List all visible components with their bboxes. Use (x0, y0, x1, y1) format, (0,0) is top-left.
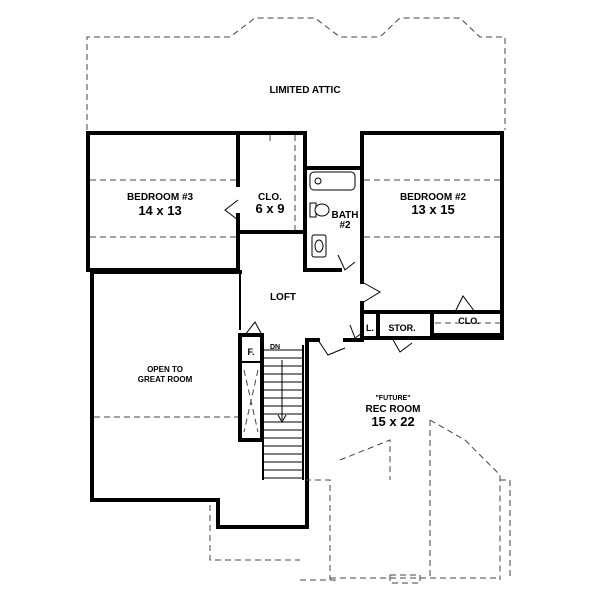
great-room-label: GREAT ROOM (138, 375, 193, 384)
closet-size: 6 x 9 (256, 201, 285, 216)
linen-storage-walls (349, 310, 434, 353)
bath-2-number: #2 (339, 220, 351, 231)
limited-attic-label: LIMITED ATTIC (269, 85, 340, 96)
sink-basin-icon (314, 239, 324, 253)
bedroom-2-label: BEDROOM #2 (400, 192, 467, 203)
closet-bedroom-2-label: CLO. (458, 316, 480, 326)
toilet-icon (314, 203, 330, 217)
rec-room-size: 15 x 22 (371, 414, 414, 429)
f-label: F. (247, 347, 254, 357)
bath-2-walls (303, 131, 362, 272)
linen-label: L. (366, 323, 374, 333)
bathtub-icon (309, 171, 356, 191)
stair-treads (263, 349, 303, 479)
rec-room-walls (209, 336, 511, 585)
loft-label: LOFT (270, 292, 296, 303)
open-to-great-room-walls (90, 270, 364, 529)
limited-attic-outline (86, 17, 506, 130)
bedroom-2-walls (360, 131, 504, 337)
closet-label: CLO. (258, 192, 282, 203)
bedroom-3-label: BEDROOM #3 (127, 192, 194, 203)
closet-walls (224, 131, 307, 272)
storage-label: STOR. (388, 323, 415, 333)
stair-area (238, 321, 304, 480)
rec-room-label: REC ROOM (366, 404, 421, 415)
down-label: DN (270, 344, 280, 351)
tub-drain-icon (314, 177, 322, 185)
bedroom-3-size: 14 x 13 (138, 203, 181, 218)
open-to-label: OPEN TO (147, 365, 183, 374)
bath-2-label: BATH (331, 210, 358, 221)
bedroom-2-size: 13 x 15 (411, 202, 454, 217)
rec-room-future-label: "FUTURE" (375, 395, 410, 402)
